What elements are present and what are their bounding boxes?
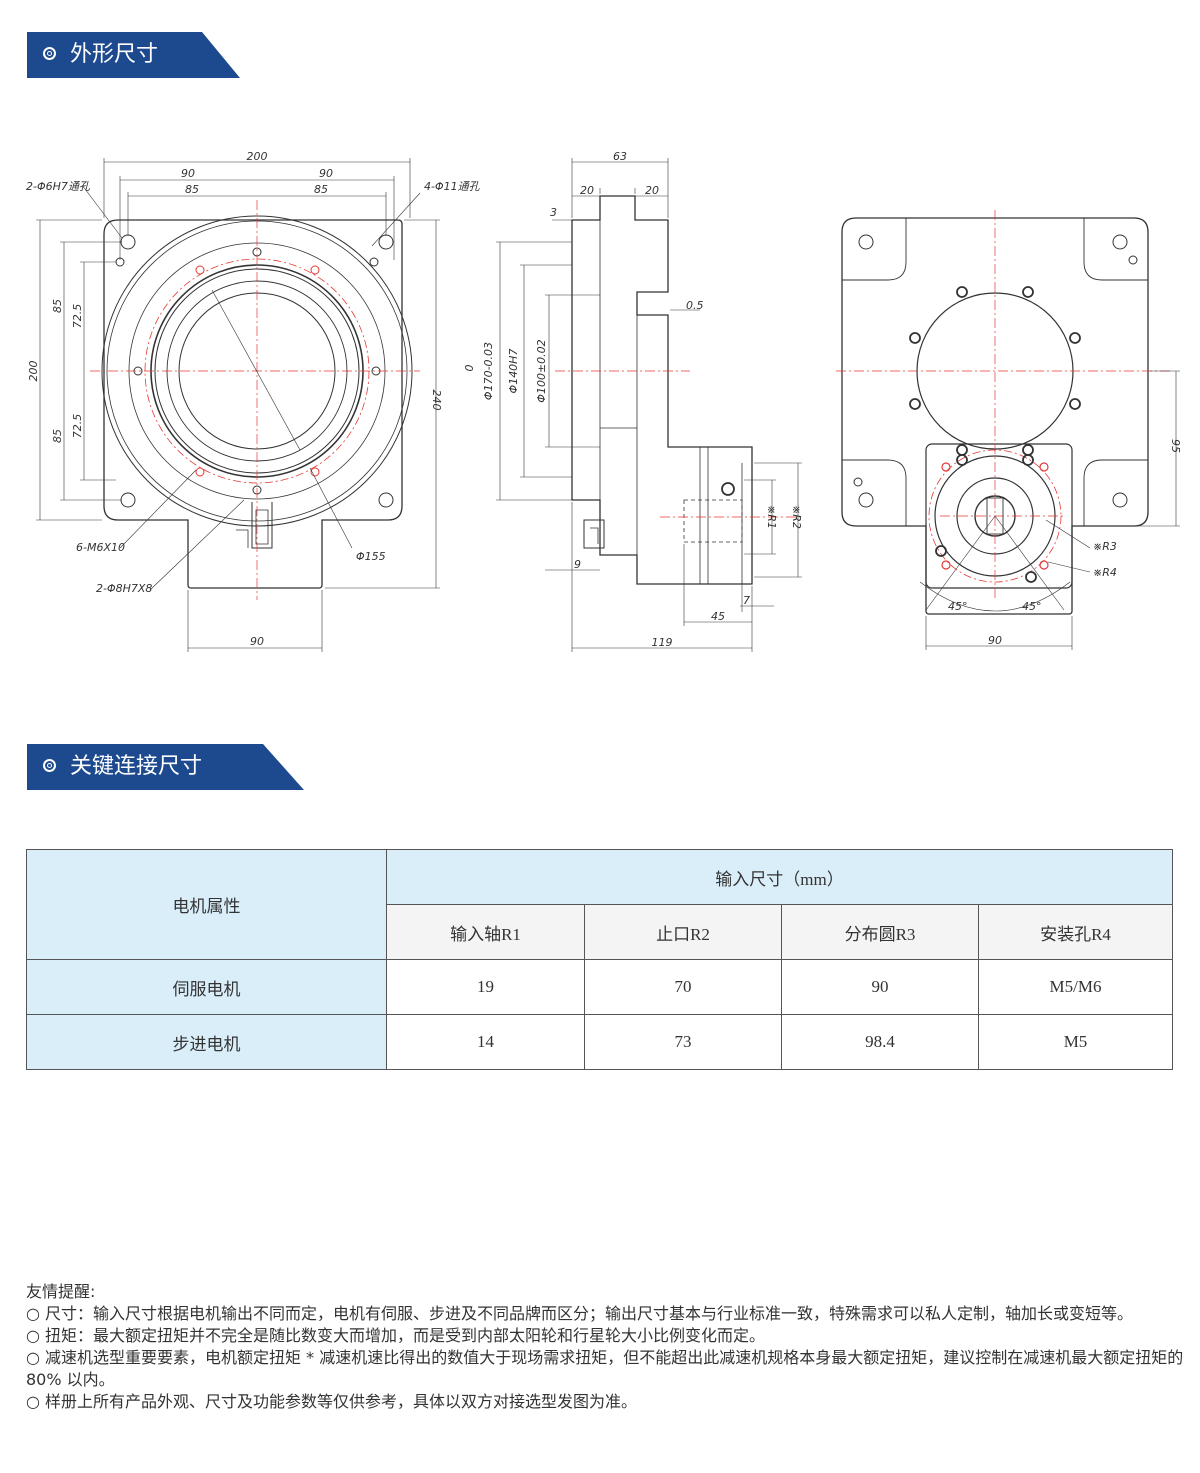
notes-heading: 友情提醒: — [26, 1282, 96, 1301]
dim-label: 6-M6X10 — [76, 541, 125, 554]
side-view — [496, 158, 802, 652]
row-label: 步进电机 — [26, 1014, 387, 1070]
dim-label: ※R4 — [1093, 566, 1117, 579]
dim-label: 0.5 — [686, 299, 704, 312]
dim-label: 45° — [948, 600, 968, 613]
dim-label: 90 — [319, 167, 333, 180]
circle-bullet-icon — [43, 46, 56, 60]
dim-label: 45° — [1022, 600, 1042, 613]
section-title: 关键连接尺寸 — [70, 754, 203, 779]
note-item: ○ 扭矩：最大额定扭矩并不完全是随比数变大而增加，而是受到内部太阳轮和行星轮大小… — [26, 1326, 766, 1345]
notes-section: 友情提醒: ○ 尺寸：输入尺寸根据电机输出不同而定，电机有伺服、步进及不同品牌而… — [26, 1281, 1186, 1413]
front-view — [36, 158, 440, 652]
note-item: ○ 减速机选型重要要素，电机额定扭矩 * 减速机速比得出的数值大于现场需求扭矩，… — [26, 1348, 1184, 1389]
dim-label: 3 — [550, 206, 557, 219]
column-header: 止口R2 — [584, 904, 782, 960]
connection-dimension-table: 电机属性 输入尺寸（mm） 输入轴R1 止口R2 分布圆R3 安装孔R4 伺服电… — [26, 849, 1173, 1070]
dim-label: Φ140H7 — [507, 349, 520, 394]
table-cell: 73 — [584, 1014, 782, 1070]
dim-label: 4-Φ11通孔 — [424, 180, 481, 193]
circle-bullet-icon — [43, 758, 56, 772]
dim-label: 95 — [1169, 439, 1182, 453]
dim-label: ※R3 — [1093, 540, 1117, 553]
dim-label: 72.5 — [71, 414, 84, 439]
dim-label: 2-Φ8H7X8 — [96, 582, 152, 595]
dim-label: 90 — [181, 167, 195, 180]
input-header: 输入尺寸（mm） — [386, 849, 1173, 905]
dim-label: Φ170-0.03 — [482, 342, 495, 400]
table-cell: 98.4 — [781, 1014, 979, 1070]
dim-label: 45 — [711, 610, 725, 623]
table-row: 伺服电机 19 70 90 M5/M6 — [26, 959, 1173, 1015]
dim-label: 200 — [27, 361, 40, 382]
table-cell: 70 — [584, 959, 782, 1015]
banner-shape — [27, 744, 304, 790]
dim-label: 85 — [314, 183, 328, 196]
dim-label: 85 — [185, 183, 199, 196]
dim-label: 90 — [250, 635, 264, 648]
technical-drawing: 200 90 90 85 85 2-Φ6H7通孔 4-Φ11通孔 200 85 … — [26, 150, 1182, 652]
table-cell: 14 — [386, 1014, 585, 1070]
dim-label: Φ155 — [356, 550, 386, 563]
table-row: 步进电机 14 73 98.4 M5 — [26, 1014, 1173, 1070]
dim-label: 20 — [580, 184, 594, 197]
dim-label: 0 — [463, 365, 476, 372]
column-header: 安装孔R4 — [978, 904, 1173, 960]
attr-header: 电机属性 — [26, 849, 387, 960]
row-label: 伺服电机 — [26, 959, 387, 1015]
dim-label: Φ100±0.02 — [535, 339, 548, 402]
dim-label: 63 — [613, 150, 627, 163]
dim-label: 72.5 — [71, 304, 84, 329]
table-cell: 90 — [781, 959, 979, 1015]
column-header: 输入轴R1 — [386, 904, 585, 960]
dim-label: 7 — [743, 594, 750, 607]
table-cell: M5 — [978, 1014, 1173, 1070]
dim-label: 9 — [574, 558, 581, 571]
dim-label: 85 — [51, 299, 64, 313]
column-header: 分布圆R3 — [781, 904, 979, 960]
dim-label: 119 — [652, 636, 673, 649]
dim-label: 240 — [430, 390, 443, 411]
dim-label: 200 — [247, 150, 268, 163]
back-view — [836, 210, 1180, 650]
dim-label: ※R1 — [765, 505, 778, 529]
dim-label: ※R2 — [790, 505, 803, 529]
section-title: 外形尺寸 — [70, 42, 159, 67]
table-cell: 19 — [386, 959, 585, 1015]
dim-label: 2-Φ6H7通孔 — [26, 180, 91, 193]
banner-shape — [27, 32, 240, 78]
note-item: ○ 尺寸：输入尺寸根据电机输出不同而定，电机有伺服、步进及不同品牌而区分；输出尺… — [26, 1304, 1134, 1323]
dim-label: 85 — [51, 429, 64, 443]
table-cell: M5/M6 — [978, 959, 1173, 1015]
dim-label: 90 — [988, 634, 1002, 647]
dim-label: 20 — [645, 184, 659, 197]
note-item: ○ 样册上所有产品外观、尺寸及功能参数等仅供参考，具体以双方对接选型发图为准。 — [26, 1392, 638, 1411]
